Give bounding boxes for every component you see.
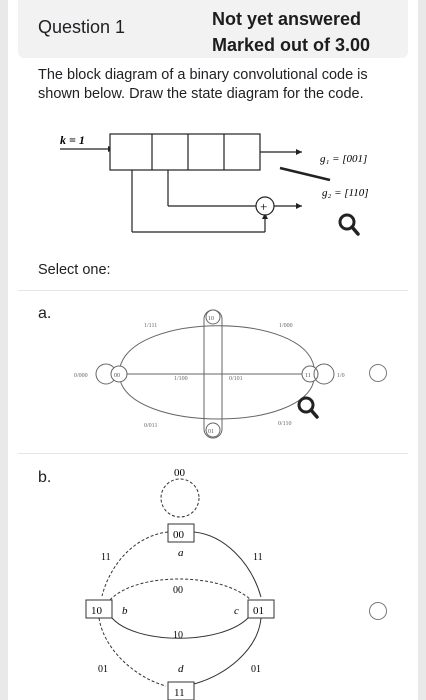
state-a-box — [167, 523, 195, 543]
state-11 — [301, 365, 319, 383]
state-10 — [205, 309, 221, 325]
option-b-radio[interactable] — [369, 602, 387, 620]
k-label: k = 1 — [60, 133, 85, 147]
svg-text:d: d — [178, 663, 184, 675]
zoom-icon[interactable] — [337, 212, 361, 238]
svg-text:00: 00 — [173, 585, 183, 596]
answer-status: Not yet answered — [211, 9, 361, 29]
svg-text:0/101: 0/101 — [229, 376, 243, 382]
g1-label: g₁ = [001] — [320, 153, 367, 165]
svg-text:11: 11 — [305, 373, 311, 379]
state-01 — [205, 422, 221, 438]
svg-text:b: b — [122, 605, 128, 617]
svg-text:a: a — [178, 547, 184, 559]
svg-text:11: 11 — [101, 552, 111, 563]
question-status: Not yet answered Marked out of 3.00 — [212, 6, 370, 58]
svg-text:11: 11 — [174, 687, 185, 699]
option-b-state-diagram[interactable]: 00 00 a 11 11 00 10 b c 01 10 01 01 d 11 — [76, 460, 286, 700]
question-text: The block diagram of a binary convolutio… — [38, 67, 368, 102]
option-a-radio[interactable] — [369, 364, 387, 382]
question-title: Question 1 — [38, 17, 126, 37]
svg-text:00: 00 — [173, 529, 185, 541]
option-b-letter: b. — [38, 469, 52, 486]
svg-text:01: 01 — [251, 664, 261, 675]
svg-text:1/000: 1/000 — [279, 323, 293, 329]
divider — [18, 290, 408, 291]
svg-text:00: 00 — [174, 467, 186, 479]
svg-text:10: 10 — [91, 605, 103, 617]
question-header — [18, 0, 408, 58]
svg-text:01: 01 — [253, 605, 264, 617]
svg-text:1/111: 1/111 — [144, 323, 157, 329]
svg-text:00: 00 — [114, 373, 120, 379]
svg-text:0/110: 0/110 — [278, 421, 291, 427]
zoom-icon[interactable] — [296, 395, 320, 421]
svg-text:c: c — [234, 605, 239, 617]
svg-text:01: 01 — [98, 664, 108, 675]
marks-label: Marked out of 3.00 — [211, 35, 370, 55]
svg-text:1/0: 1/0 — [337, 373, 345, 379]
adder-label: + — [260, 199, 267, 214]
svg-text:11: 11 — [253, 552, 263, 563]
g2-label: g₂ = [110] — [322, 187, 369, 199]
option-a-letter: a. — [38, 305, 52, 322]
block-diagram: k = 1 g₁ = [001] g₂ = [110] + — [60, 133, 369, 233]
svg-text:0/000: 0/000 — [74, 373, 88, 379]
svg-text:1/100: 1/100 — [174, 376, 188, 382]
state-00 — [110, 365, 128, 383]
svg-text:10: 10 — [173, 630, 183, 641]
state-d-box — [167, 681, 195, 700]
select-one-prompt: Select one: — [38, 262, 111, 278]
svg-text:10: 10 — [208, 316, 214, 322]
option-a-state-diagram[interactable]: 00 10 01 11 1/111 0/000 1/100 0/011 0/10… — [74, 302, 364, 447]
divider — [18, 453, 408, 454]
svg-text:0/011: 0/011 — [144, 423, 157, 429]
svg-text:01: 01 — [208, 429, 214, 435]
